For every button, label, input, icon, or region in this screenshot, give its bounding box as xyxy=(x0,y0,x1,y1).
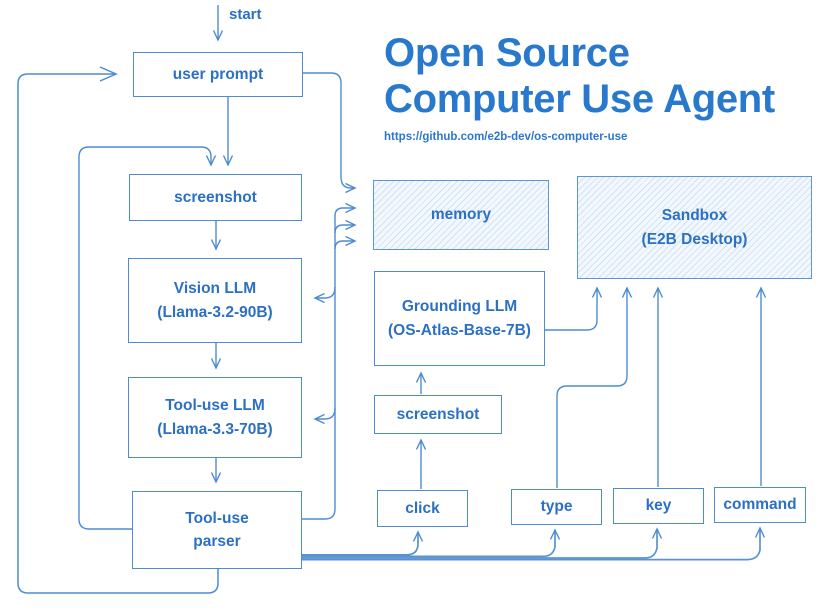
title-block: Open Source Computer Use Agent https://g… xyxy=(384,30,775,143)
node-vision-llm-line2: (Llama-3.2-90B) xyxy=(157,303,273,321)
node-user-prompt: user prompt xyxy=(133,52,303,97)
node-vision-llm-line1: Vision LLM xyxy=(173,280,257,298)
node-grounding-llm-line1: Grounding LLM xyxy=(401,298,518,316)
node-tool-use-llm: Tool-use LLM (Llama-3.3-70B) xyxy=(128,377,302,458)
node-grounding-llm: Grounding LLM (OS-Atlas-Base-7B) xyxy=(374,271,545,366)
node-click-label: click xyxy=(405,499,440,517)
node-type: type xyxy=(511,489,602,525)
page-title-line2: Computer Use Agent xyxy=(384,77,775,121)
edge-riser-to-memory-3 xyxy=(334,235,357,250)
edge-user-prompt-to-memory xyxy=(303,72,357,194)
node-tool-use-parser-line1: Tool-use xyxy=(185,509,249,527)
edge-parser-loop-to-user-prompt xyxy=(17,66,219,594)
node-click: click xyxy=(377,490,468,527)
github-url: https://github.com/e2b-dev/os-computer-u… xyxy=(384,131,628,143)
node-memory: memory xyxy=(373,180,549,250)
node-sandbox-line1: Sandbox xyxy=(661,207,728,225)
edge-riser-to-vision-llm xyxy=(313,286,336,304)
edge-riser-to-tool-use-llm xyxy=(313,407,336,425)
node-key: key xyxy=(613,488,704,524)
node-command: command xyxy=(714,487,806,523)
node-command-label: command xyxy=(723,496,797,514)
start-label: start xyxy=(229,6,262,23)
edge-riser-to-memory-2 xyxy=(334,219,357,234)
node-tool-use-parser: Tool-use parser xyxy=(132,491,302,569)
bus-parser-to-key xyxy=(302,527,663,559)
node-vision-llm: Vision LLM (Llama-3.2-90B) xyxy=(128,258,302,343)
node-screenshot-left: screenshot xyxy=(129,174,302,221)
node-sandbox-line2: (E2B Desktop) xyxy=(641,230,748,248)
edge-parser-riser-to-memory xyxy=(302,202,357,520)
node-key-label: key xyxy=(645,497,672,515)
node-grounding-llm-line2: (OS-Atlas-Base-7B) xyxy=(388,321,531,339)
edge-type-to-sandbox xyxy=(556,286,633,488)
bus-parser-to-command xyxy=(302,526,766,561)
edge-parser-loop-to-screenshot xyxy=(78,146,217,530)
node-screenshot-mid-label: screenshot xyxy=(396,405,480,423)
edge-grounding-to-sandbox xyxy=(545,286,603,331)
node-tool-use-llm-line1: Tool-use LLM xyxy=(165,397,265,415)
page-title-line1: Open Source xyxy=(384,31,630,75)
node-type-label: type xyxy=(540,498,573,516)
bus-parser-to-type xyxy=(302,528,561,558)
node-user-prompt-label: user prompt xyxy=(172,65,264,83)
node-tool-use-parser-line2: parser xyxy=(193,533,241,550)
node-screenshot-mid: screenshot xyxy=(374,395,502,434)
node-tool-use-llm-line2: (Llama-3.3-70B) xyxy=(157,420,273,438)
node-memory-label: memory xyxy=(430,206,492,224)
node-sandbox: Sandbox (E2B Desktop) xyxy=(577,176,812,279)
bus-parser-to-click xyxy=(302,530,424,556)
node-screenshot-left-label: screenshot xyxy=(174,188,257,206)
